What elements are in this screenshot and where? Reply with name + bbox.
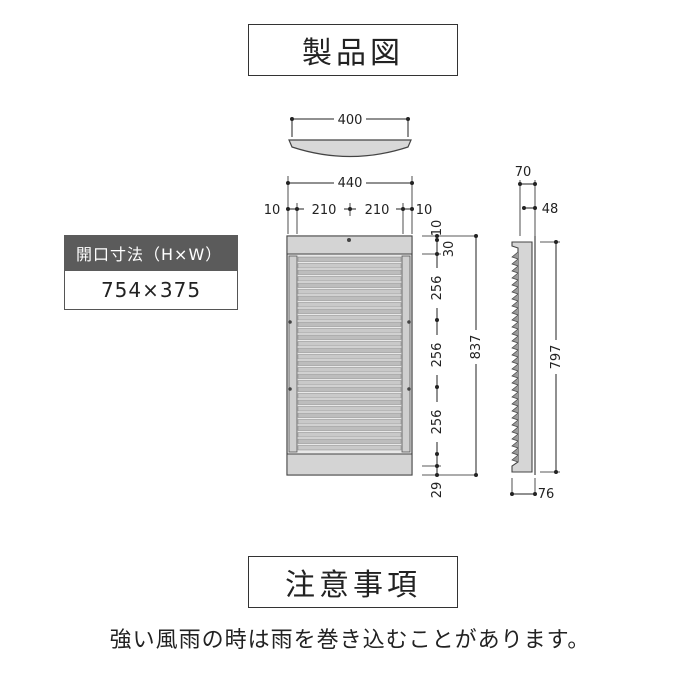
front-view (286, 235, 413, 476)
opening-size-label: 開口寸法（H×W） (64, 235, 238, 271)
louver-slat (297, 289, 402, 295)
side-louver-tooth (511, 342, 519, 351)
product-title: 製品図 (248, 24, 458, 76)
side-louver-tooth (511, 293, 519, 302)
louver-slat (297, 386, 402, 392)
side-louver-tooth (511, 258, 519, 267)
side-view: 70 48 797 76 (510, 165, 564, 502)
louver-slat (297, 315, 402, 321)
dim-section-2: 256 (430, 343, 445, 368)
louver-slat (297, 406, 402, 412)
dim-bottom-band: 29 (430, 482, 445, 499)
side-louver-tooth (511, 272, 519, 281)
side-louver-tooth (511, 384, 519, 393)
side-louver-tooth (511, 412, 519, 421)
side-louver-tooth (511, 398, 519, 407)
dim-side-height: 797 (549, 345, 564, 370)
louver-slat (297, 354, 402, 360)
side-louver-tooth (511, 377, 519, 386)
louver-slat (297, 263, 402, 269)
dim-margin-right: 10 (416, 203, 433, 218)
dim-half-right: 210 (365, 203, 390, 218)
dim-section-1: 256 (430, 276, 445, 301)
side-louver-tooth (511, 251, 519, 260)
side-louver-tooth (511, 405, 519, 414)
louver-slat (297, 373, 402, 379)
louver-slat (297, 367, 402, 373)
louver-slat (297, 393, 402, 399)
side-louver-tooth (511, 321, 519, 330)
louver-slat (297, 308, 402, 314)
louver-slat (297, 295, 402, 301)
side-louver-tooth (511, 314, 519, 323)
side-louver-tooth (511, 286, 519, 295)
side-louver-tooth (511, 279, 519, 288)
louver-slat (297, 321, 402, 327)
dim-side-depth-outer: 70 (515, 165, 532, 180)
dim-total-height: 837 (469, 335, 484, 360)
note-text: 強い風雨の時は雨を巻き込むことがあります。 (109, 628, 591, 653)
side-louver-tooth (511, 265, 519, 274)
side-louver-tooth (511, 440, 519, 449)
side-louver-tooth (511, 328, 519, 337)
dim-top-margin: 10 (430, 220, 445, 237)
louver-slat (297, 276, 402, 282)
top-view: 400 (288, 113, 412, 158)
louver-slat (297, 419, 402, 425)
louver-slat (297, 328, 402, 334)
side-louver-tooth (511, 447, 519, 456)
side-louver-tooth (511, 356, 519, 365)
side-louver-tooth (511, 300, 519, 309)
dim-frame-width: 440 (338, 176, 363, 191)
side-louver-tooth (511, 391, 519, 400)
side-louver-tooth (511, 307, 519, 316)
dim-side-depth-inner: 48 (542, 202, 559, 217)
dim-top-width: 400 (338, 113, 363, 128)
height-dimensions: 10 30 256 256 256 29 837 (422, 220, 484, 499)
dim-side-bottom: 76 (538, 487, 555, 502)
louver-slat (297, 399, 402, 405)
side-louver-tooth (511, 419, 519, 428)
louver-slat (297, 380, 402, 386)
louver-slat (297, 282, 402, 288)
dim-half-left: 210 (312, 203, 337, 218)
louver-slat (297, 425, 402, 431)
side-louver-tooth (511, 454, 519, 463)
louver-slats (297, 256, 402, 451)
louver-slat (297, 445, 402, 451)
louver-slat (297, 269, 402, 275)
louver-slat (297, 360, 402, 366)
louver-slat (297, 341, 402, 347)
notes-title: 注意事項 (248, 556, 458, 608)
louver-slat (297, 256, 402, 262)
opening-size-box: 開口寸法（H×W） 754×375 (64, 235, 238, 310)
louver-slat (297, 438, 402, 444)
width-dimensions: 440 10 210 210 10 (264, 176, 433, 234)
louver-slat (297, 302, 402, 308)
side-louver-tooth (511, 335, 519, 344)
side-louver-tooth (511, 433, 519, 442)
dim-section-3: 256 (430, 410, 445, 435)
dim-top-band: 30 (442, 241, 457, 258)
side-louver-profile (511, 251, 519, 463)
side-louver-tooth (511, 363, 519, 372)
side-louver-tooth (511, 370, 519, 379)
louver-slat (297, 432, 402, 438)
louver-slat (297, 412, 402, 418)
louver-slat (297, 334, 402, 340)
opening-size-value: 754×375 (64, 271, 238, 310)
dim-margin-left: 10 (264, 203, 281, 218)
side-louver-tooth (511, 426, 519, 435)
side-louver-tooth (511, 349, 519, 358)
louver-slat (297, 347, 402, 353)
